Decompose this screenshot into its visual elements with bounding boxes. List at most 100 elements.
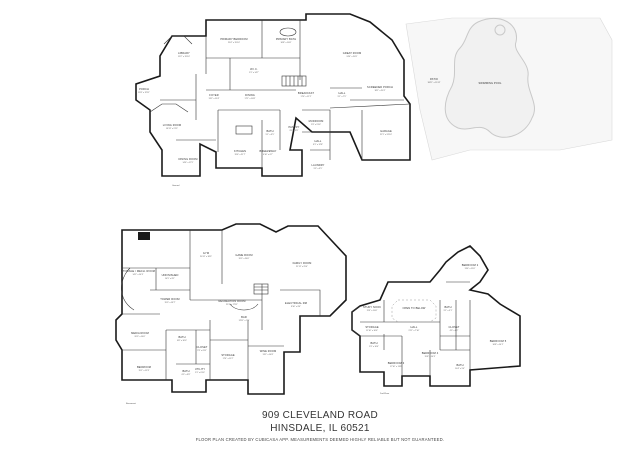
bar-counter bbox=[229, 303, 259, 311]
address-street: 909 CLEVELAND ROAD bbox=[261, 410, 378, 421]
room-label-game-room: GAME ROOM bbox=[235, 253, 252, 257]
room-dim-family-room: 21'11" x 25'4" bbox=[296, 266, 308, 268]
room-dim-media-room: 20'9" x 16'0" bbox=[135, 336, 146, 338]
room-dim-utility: 9'1" x 6'10" bbox=[195, 372, 205, 374]
main-floor-plan: LIBRARY 15'2" x 19'10" PRIMARY BEDROOM 2… bbox=[135, 13, 613, 187]
room-label-upper-hall: HALL bbox=[411, 325, 418, 329]
room-label-laundry: LAUNDRY bbox=[311, 163, 324, 167]
room-dim-screened-porch: 18'1" x 20'1" bbox=[375, 90, 386, 92]
upper-level-partitions bbox=[360, 281, 471, 376]
room-label-lower-closet: CLOSET bbox=[197, 345, 208, 349]
room-label-breezeway: BREEZEWAY bbox=[260, 149, 277, 153]
room-label-wine-room: WINE ROOM bbox=[260, 349, 276, 353]
room-label-open-to-below: OPEN TO BELOW bbox=[403, 306, 426, 310]
room-label-bedroom-3: BEDROOM 3 bbox=[388, 361, 405, 365]
tower-room-curve bbox=[121, 267, 135, 311]
room-label-upper-bath-2: BATH bbox=[370, 341, 377, 345]
room-dim-electrical: 8'10" x 8'4" bbox=[291, 306, 301, 308]
main-floor-level-label: Ground bbox=[172, 184, 180, 187]
library-bay bbox=[163, 35, 193, 45]
room-dim-living-room: 18'11" x 21'5" bbox=[166, 128, 178, 130]
room-label-tower-room: TOWER ROOM bbox=[160, 297, 179, 301]
room-dim-porch: 15'8" x 12'11" bbox=[138, 92, 150, 94]
room-dim-bath: 5'1" x 9'5" bbox=[266, 134, 275, 136]
room-dim-bedroom-2: 13'6" x 15'0" bbox=[465, 268, 476, 270]
room-dim-lower-bedroom: 15'1" x 13'3" bbox=[139, 370, 150, 372]
room-dim-storage-mech: 14'2" x 14'3" bbox=[133, 274, 144, 276]
room-label-primary-bedroom: PRIMARY BEDROOM bbox=[220, 37, 247, 41]
room-label-storage: STORAGE bbox=[221, 353, 235, 357]
room-dim-breezeway: 4'10" x 6'7" bbox=[263, 154, 273, 156]
room-label-porch: PORCH bbox=[139, 87, 149, 91]
room-label-bedroom-4: BEDROOM 4 bbox=[422, 351, 439, 355]
room-dim-gym: 20'11" x 18'9" bbox=[200, 256, 212, 258]
room-label-storage-mech: STORAGE / MECH. ROOM bbox=[121, 269, 155, 273]
room-label-family-room: FAMILY ROOM bbox=[293, 261, 312, 265]
room-dim-unfinished: 14'5" x 8'1" bbox=[165, 278, 175, 280]
room-dim-upper-hall: 21'1" x 7'10" bbox=[409, 330, 420, 332]
room-label-mudroom: MUDROOM bbox=[309, 119, 324, 123]
room-label-upper-bath-3: BATH bbox=[456, 363, 463, 367]
address-city: HINSDALE, IL 60521 bbox=[270, 423, 370, 434]
room-dim-laundry: 9'3" x 9'5" bbox=[314, 168, 323, 170]
room-label-great-room: GREAT ROOM bbox=[343, 51, 361, 55]
room-dim-wic: 9'1" x 14'7" bbox=[249, 72, 259, 74]
room-dim-dining: 17'1" x 10'8" bbox=[245, 98, 256, 100]
kitchen-island bbox=[235, 125, 253, 135]
room-dim-dining-room: 14'6" x 17'9" bbox=[183, 162, 194, 164]
upper-bay-window bbox=[351, 305, 361, 337]
room-dim-lower-bath: 6'8" x 10'0" bbox=[177, 340, 187, 342]
room-label-media-room: MEDIA ROOM bbox=[131, 331, 149, 335]
room-dim-breakfast: 17'6" x 12'1" bbox=[301, 96, 312, 98]
room-dim-lower-bath-2: 6'5" x 9'8" bbox=[182, 374, 191, 376]
room-dim-game-room: 19'5" x 26'0" bbox=[239, 258, 250, 260]
upper-level-label: 2nd Floor bbox=[380, 392, 390, 395]
room-dim-tower-room: 15'9" x 18'7" bbox=[165, 302, 176, 304]
room-label-recreation-room: RECREATION ROOM bbox=[218, 299, 245, 303]
room-label-primary-bath: PRIMARY BATH bbox=[276, 37, 296, 41]
room-label-lower-bedroom: BEDROOM bbox=[137, 365, 151, 369]
room-dim-primary-bedroom: 23'4" x 15'10" bbox=[228, 42, 240, 44]
room-dim-bedroom-3: 17'10" x 13'8" bbox=[390, 366, 402, 368]
room-label-study-nook: STUDY NOOK bbox=[363, 305, 381, 309]
room-label-pantry: PANTRY bbox=[289, 125, 300, 129]
room-label-screened-porch: SCREENED PORCH bbox=[367, 85, 393, 89]
room-label-dining-room: DINING ROOM bbox=[179, 157, 198, 161]
room-dim-study-nook: 11'9" x 10'0" bbox=[367, 310, 378, 312]
room-dim-lower-closet: 7'8" x 6'11" bbox=[197, 350, 207, 352]
room-dim-hall-2: 8'1" x 12'8" bbox=[313, 144, 323, 146]
room-dim-upper-storage: 11'10" x 10'6" bbox=[366, 330, 378, 332]
room-dim-storage: 17'4" x 11'2" bbox=[223, 358, 234, 360]
room-label-kitchen: KITCHEN bbox=[234, 149, 246, 153]
lower-mech-block bbox=[138, 232, 150, 240]
room-label-breakfast: BREAKFAST bbox=[298, 91, 314, 95]
room-label-upper-closet: CLOSET bbox=[449, 325, 460, 329]
room-dim-library: 15'2" x 19'10" bbox=[178, 56, 190, 58]
room-label-foyer: FOYER bbox=[209, 93, 218, 97]
room-label-wic: W.I.C. bbox=[250, 67, 258, 71]
room-dim-primary-bath: 16'8" x 10'6" bbox=[281, 42, 292, 44]
primary-tub bbox=[279, 27, 297, 37]
room-dim-recreation-room: 29'1" x 17'11" bbox=[226, 304, 238, 306]
garage-walls bbox=[329, 103, 411, 160]
upper-level-outline bbox=[351, 245, 521, 387]
room-label-upper-storage: STORAGE bbox=[365, 325, 379, 329]
room-dim-kitchen: 19'6" x 21'7" bbox=[235, 154, 246, 156]
lower-level-outline bbox=[115, 223, 347, 395]
open-to-below-outline bbox=[391, 299, 437, 323]
room-dim-bedroom-5: 16'8" x 14'1" bbox=[493, 344, 504, 346]
room-label-garage: GARAGE bbox=[380, 129, 392, 133]
lower-level-plan: GYM 20'11" x 18'9" GAME ROOM 19'5" x 26'… bbox=[115, 223, 347, 405]
room-label-bedroom-2: BEDROOM 2 bbox=[462, 263, 479, 267]
room-label-hall: HALL bbox=[339, 91, 346, 95]
room-label-electrical: ELECTRICAL RM bbox=[285, 301, 307, 305]
spa-tub bbox=[494, 24, 506, 36]
lower-stairs bbox=[253, 283, 269, 295]
room-dim-garage: 22'1" x 31'10" bbox=[380, 134, 392, 136]
room-dim-pantry: 8'3" x 5'8" bbox=[290, 130, 299, 132]
lower-level-partitions bbox=[122, 230, 321, 380]
room-dim-upper-closet: 4'9" x 8'2" bbox=[450, 330, 459, 332]
room-label-gym: GYM bbox=[203, 251, 209, 255]
room-dim-hall: 9'1" x 7'9" bbox=[338, 96, 347, 98]
